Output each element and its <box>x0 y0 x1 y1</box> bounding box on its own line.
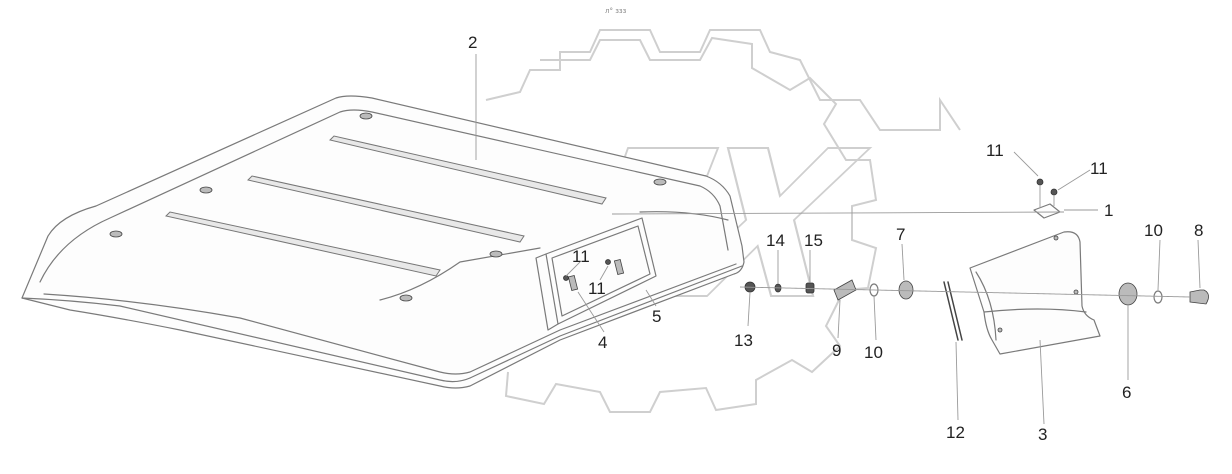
callout-6: 6 <box>1122 383 1131 402</box>
roof-rib-3 <box>165 211 441 277</box>
roof-cover-lower-edge <box>43 263 737 375</box>
hatch-latch-right <box>613 258 625 276</box>
callout-14: 14 <box>766 231 785 250</box>
callout-11-b: 11 <box>1090 159 1108 178</box>
callout-13: 13 <box>734 331 753 350</box>
gasket-part-12 <box>943 281 963 341</box>
callout-2: 2 <box>468 33 477 52</box>
callout-10-left: 10 <box>864 343 883 362</box>
callout-7: 7 <box>896 225 905 244</box>
hatch-frame-side <box>535 253 559 331</box>
hatch-frame-inner <box>551 225 651 317</box>
hinge-hardware <box>739 279 1209 306</box>
callout-15: 15 <box>804 231 823 250</box>
washer-10-right <box>1153 290 1163 304</box>
roof-cover-inner-edge <box>39 109 729 283</box>
callout-labels: 2 11 11 1 10 8 14 15 7 11 11 5 4 13 9 10… <box>468 33 1203 444</box>
callout-4: 4 <box>598 333 607 352</box>
bolt-8 <box>1189 289 1209 305</box>
roof-rib-1 <box>329 135 607 205</box>
roof-mount-holes <box>109 112 667 302</box>
hatch-screw-11a <box>563 275 569 281</box>
callout-12: 12 <box>946 423 965 442</box>
roof-cover <box>21 95 745 389</box>
watermark-gear <box>504 36 878 413</box>
plate-9 <box>833 279 857 301</box>
grommet-6 <box>1118 282 1138 306</box>
callout-10-right: 10 <box>1144 221 1163 240</box>
spring-15 <box>805 282 815 294</box>
callout-8: 8 <box>1194 221 1203 240</box>
side-flap-outline <box>969 231 1101 355</box>
bushing-7 <box>898 280 914 300</box>
side-flap-part-3 <box>969 231 1101 355</box>
callout-11-c: 11 <box>572 247 590 266</box>
roof-rib-2 <box>247 175 525 243</box>
callout-5: 5 <box>652 307 661 326</box>
roof-cover-step <box>379 211 729 301</box>
watermark-gear-top <box>485 29 961 131</box>
callout-9: 9 <box>832 341 841 360</box>
screw-11-upper-left <box>1036 178 1044 186</box>
callout-11-a: 11 <box>986 141 1004 160</box>
callout-1: 1 <box>1104 201 1113 220</box>
callout-3: 3 <box>1038 425 1047 444</box>
roof-cover-side-lip <box>469 265 743 379</box>
hatch-frame <box>545 217 657 325</box>
leader-lines <box>475 54 1201 425</box>
hatch-screw-11b <box>605 259 611 265</box>
hatch-latch-4 <box>567 274 579 292</box>
header-text: л° ззз <box>605 7 627 15</box>
callout-11-d: 11 <box>588 279 606 298</box>
screw-11-upper-right <box>1050 188 1058 196</box>
roof-cover-front-lip <box>21 297 471 383</box>
